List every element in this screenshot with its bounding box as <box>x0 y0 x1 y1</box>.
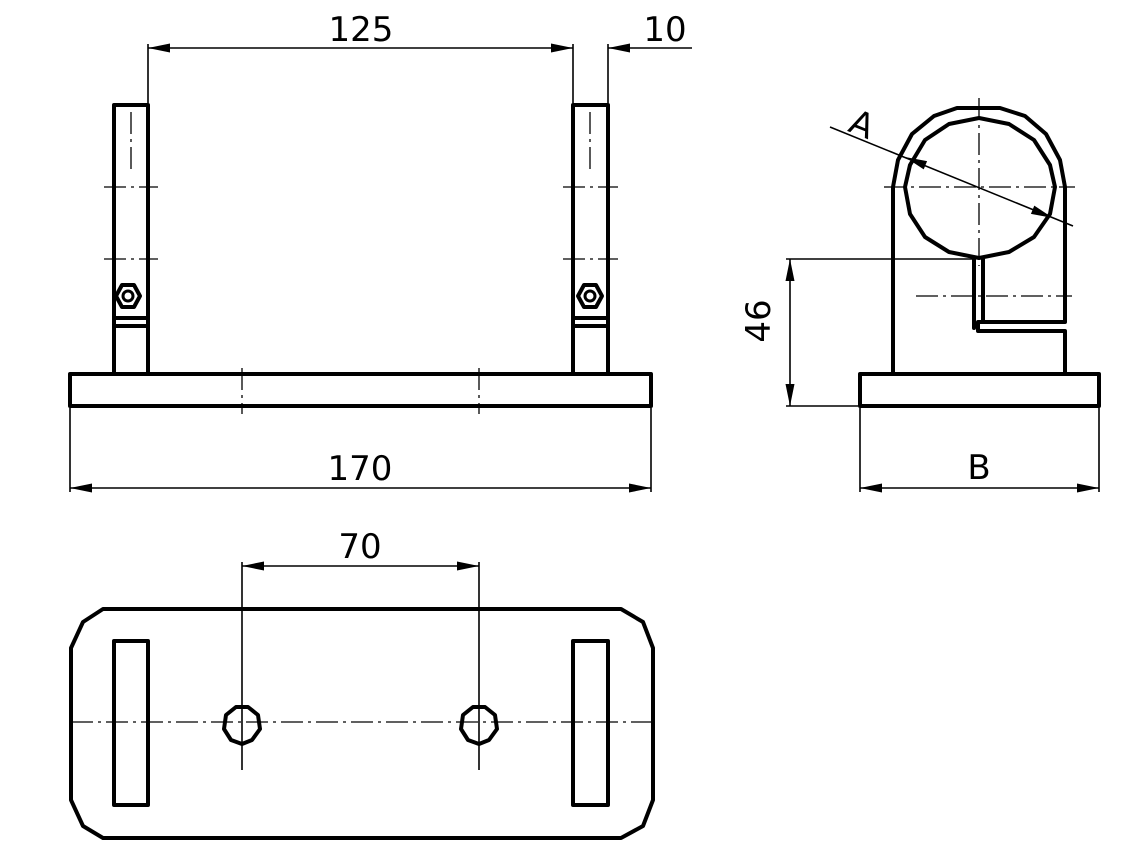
front-view: 125 10 170 <box>68 10 692 493</box>
side-view: A 46 B <box>739 98 1101 493</box>
top-right-slot <box>571 639 610 807</box>
side-centerlines <box>884 98 1075 297</box>
top-base-plate <box>69 607 655 840</box>
front-centerlines <box>104 112 618 414</box>
front-left-upright <box>112 103 150 376</box>
dimension-125: 125 <box>147 10 574 103</box>
dimension-46-label: 46 <box>739 299 779 342</box>
dimension-70: 70 <box>241 527 480 770</box>
dimension-diameter-a-label: A <box>843 102 880 148</box>
left-nut-icon <box>114 283 142 309</box>
front-base-plate <box>68 372 653 408</box>
dimension-70-label: 70 <box>338 527 381 567</box>
dimension-10-label: 10 <box>643 10 686 50</box>
side-clamp-body <box>891 106 1067 376</box>
dimension-125-label: 125 <box>329 10 394 50</box>
right-nut-icon <box>576 283 604 309</box>
top-left-slot <box>112 639 150 807</box>
side-base-plate <box>858 372 1101 408</box>
dimension-b: B <box>859 408 1100 493</box>
dimension-b-label: B <box>967 448 990 488</box>
dimension-170: 170 <box>69 408 652 493</box>
front-right-upright <box>571 103 610 376</box>
top-view: 70 <box>69 527 655 840</box>
dimension-170-label: 170 <box>328 449 393 489</box>
dimension-diameter-a: A <box>829 102 1074 227</box>
dimension-46: 46 <box>739 258 972 407</box>
dimension-10: 10 <box>607 10 692 103</box>
